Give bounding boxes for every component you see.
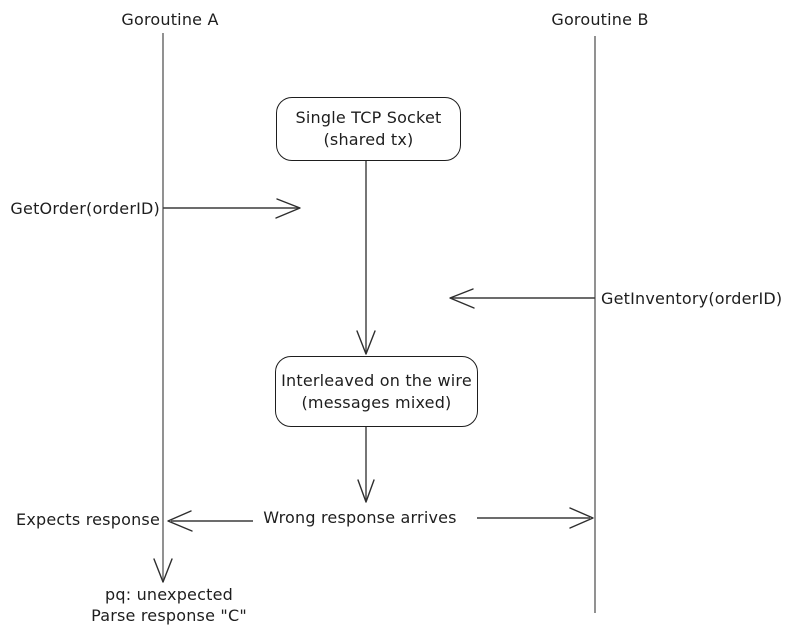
node-single-tcp-socket-line1: Single TCP Socket — [295, 108, 442, 127]
lifeline-goroutine-a — [153, 33, 173, 583]
error-message-line2: Parse response "C" — [91, 606, 247, 625]
arrow-interleaved-down — [357, 427, 375, 503]
message-label-expects-response: Expects response — [16, 510, 160, 529]
node-single-tcp-socket: Single TCP Socket (shared tx) — [276, 97, 461, 161]
arrow-get-order — [163, 198, 301, 219]
error-message-line1: pq: unexpected — [105, 585, 233, 604]
actor-label-goroutine-b: Goroutine B — [551, 10, 649, 29]
node-interleaved-line1: Interleaved on the wire — [281, 370, 472, 390]
message-label-get-order: GetOrder(orderID) — [10, 199, 160, 218]
arrow-wrong-response-right — [477, 507, 594, 529]
arrow-socket-to-interleaved — [356, 161, 376, 355]
arrow-wrong-response-left — [167, 510, 253, 532]
node-interleaved-line2: (messages mixed) — [301, 392, 452, 412]
actor-label-goroutine-a: Goroutine A — [121, 10, 219, 29]
arrow-get-inventory — [449, 288, 595, 309]
message-label-wrong-response-arrives: Wrong response arrives — [263, 508, 457, 527]
node-interleaved-on-wire: Interleaved on the wire (messages mixed) — [275, 356, 478, 427]
node-single-tcp-socket-line2: (shared tx) — [323, 130, 414, 149]
message-label-get-inventory: GetInventory(orderID) — [601, 289, 783, 308]
error-message: pq: unexpected Parse response "C" — [69, 584, 269, 626]
